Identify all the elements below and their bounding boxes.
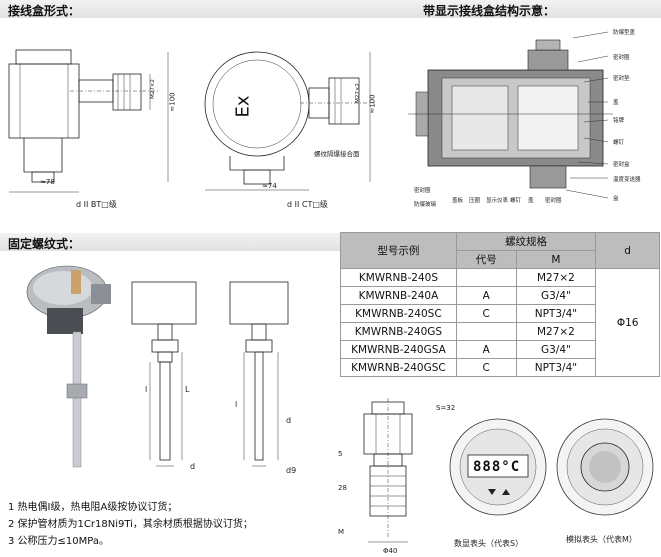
dim-l-1: l bbox=[145, 385, 148, 394]
spec-model: KMWRNB-240SC bbox=[340, 304, 457, 323]
digital-reading: 888°C bbox=[473, 459, 521, 475]
struct-label-bottom-2: 防爆玻璃 bbox=[414, 202, 437, 208]
spec-code: C bbox=[455, 358, 517, 377]
spec-table: 型号示例 螺纹规格 d 代号 M KMWRNB-240S M27×2 Φ16 K… bbox=[340, 232, 660, 377]
ex-mark: Ex bbox=[232, 95, 254, 118]
spec-code bbox=[455, 268, 517, 287]
spec-model: KMWRNB-240GSA bbox=[340, 340, 457, 359]
bt-height-dim: ≈100 bbox=[168, 92, 177, 112]
dim-d9: d9 bbox=[286, 466, 297, 475]
fitting-dia: Φ40 bbox=[383, 547, 398, 555]
table-row: KMWRNB-240A A G3/4" bbox=[340, 286, 660, 305]
struct-label-right-5: 铭牌 bbox=[613, 118, 625, 124]
table-row: KMWRNB-240SC C NPT3/4" bbox=[340, 304, 660, 323]
struct-label-right-6: 螺钉 bbox=[613, 140, 625, 146]
section-title-fixed-thread: 固定螺纹式： bbox=[8, 237, 81, 251]
spec-m: G3/4" bbox=[515, 286, 597, 305]
spec-m: M27×2 bbox=[515, 322, 597, 341]
spec-model: KMWRNB-240GSC bbox=[340, 358, 457, 377]
bt-thread-dim: M27×2 bbox=[149, 79, 156, 99]
spec-header-model: 型号示例 bbox=[340, 232, 457, 269]
spec-header-thread: 螺纹规格 bbox=[455, 232, 597, 251]
section-title-display-structure: 带显示接线盒结构示意： bbox=[423, 4, 556, 18]
bt-caption: d II BT□级 bbox=[76, 200, 117, 209]
spec-d-value: Φ16 bbox=[595, 268, 660, 377]
ct-thread-dim: M27×2 bbox=[354, 83, 361, 103]
struct-label-right-2: 密封圈 bbox=[613, 55, 630, 61]
ct-thread-note: 螺纹隔爆接合面 bbox=[314, 150, 360, 158]
struct-label-right-8: 温度变送器 bbox=[613, 177, 641, 183]
header-bar-fixed-thread bbox=[0, 233, 340, 251]
spec-model: KMWRNB-240S bbox=[340, 268, 457, 287]
struct-label-right-1: 防爆型盖 bbox=[613, 30, 636, 36]
spec-code bbox=[455, 322, 517, 341]
spec-model: KMWRNB-240GS bbox=[340, 322, 457, 341]
notes: 1 热电偶Ⅰ级，热电阻A级按协议订货； 2 保护管材质为1Cr18Ni9Ti，其… bbox=[8, 499, 253, 550]
fitting-m-label: M bbox=[338, 528, 345, 536]
struct-label-bottom-4: 压圈 bbox=[469, 198, 481, 204]
fitting-h2: 28 bbox=[338, 484, 347, 492]
ct-box-drawing bbox=[204, 51, 375, 191]
digital-display-caption: 数显表头（代表S） bbox=[454, 539, 524, 548]
struct-label-right-9: 盒 bbox=[613, 196, 619, 202]
ct-width-dim: ≈74 bbox=[262, 182, 277, 190]
dim-l-2: l bbox=[235, 400, 238, 409]
struct-label-right-3: 密封垫 bbox=[613, 76, 630, 82]
bt-box-drawing bbox=[8, 49, 169, 193]
section-title-terminal-box: 接线盒形式： bbox=[8, 4, 81, 18]
table-row: KMWRNB-240GS M27×2 bbox=[340, 322, 660, 341]
spec-m: G3/4" bbox=[515, 340, 597, 359]
note-1: 1 热电偶Ⅰ级，热电阻A级按协议订货； bbox=[8, 502, 178, 513]
dim-L-1: L bbox=[185, 385, 190, 394]
table-row: KMWRNB-240S M27×2 Φ16 bbox=[340, 268, 660, 377]
digital-display-head bbox=[449, 418, 547, 516]
spec-m: NPT3/4" bbox=[515, 358, 597, 377]
header-bar-top bbox=[0, 0, 661, 18]
fitting-h1: 5 bbox=[338, 450, 343, 458]
spec-code: C bbox=[455, 304, 517, 323]
ct-caption: d II CT□级 bbox=[287, 200, 328, 209]
fitting-wrench-size: S=32 bbox=[436, 404, 456, 412]
ct-height-dim: ≈100 bbox=[368, 94, 377, 114]
table-row: KMWRNB-240GSC C NPT3/4" bbox=[340, 358, 660, 377]
struct-label-right-7: 密封盒 bbox=[613, 162, 630, 168]
dim-d-1: d bbox=[190, 462, 196, 471]
struct-label-bottom-3: 盖板 bbox=[452, 198, 464, 204]
product-photo bbox=[26, 265, 111, 468]
spec-code: A bbox=[455, 286, 517, 305]
spec-header-m: M bbox=[515, 250, 597, 269]
struct-label-bottom-5: 显示仪表 bbox=[486, 198, 509, 204]
analog-display-caption: 模拟表头（代表M） bbox=[566, 535, 637, 544]
bt-width-dim: ≈78 bbox=[40, 178, 55, 186]
analog-display-head bbox=[556, 418, 654, 516]
note-2: 2 保护管材质为1Cr18Ni9Ti，其余材质根据协议订货； bbox=[8, 519, 253, 530]
fitting-drawing bbox=[363, 398, 413, 543]
struct-label-right-4: 盖 bbox=[613, 100, 619, 106]
dim-d-2: d bbox=[286, 416, 292, 425]
struct-label-bottom-6: 螺钉 bbox=[510, 198, 522, 204]
thread-drawing-2 bbox=[229, 281, 289, 467]
struct-label-bottom-1: 密封圈 bbox=[414, 188, 431, 194]
thread-drawing-1 bbox=[131, 281, 197, 467]
spec-m: M27×2 bbox=[515, 268, 597, 287]
struct-label-bottom-7: 盖 bbox=[528, 198, 534, 204]
struct-label-bottom-8: 密封圈 bbox=[545, 198, 562, 204]
spec-header-d: d bbox=[595, 232, 660, 269]
spec-code: A bbox=[455, 340, 517, 359]
spec-model: KMWRNB-240A bbox=[340, 286, 457, 305]
display-box-structure-drawing bbox=[408, 31, 613, 199]
spec-header-code: 代号 bbox=[455, 250, 517, 269]
note-3: 3 公称压力≤10MPa。 bbox=[8, 536, 109, 547]
spec-m: NPT3/4" bbox=[515, 304, 597, 323]
